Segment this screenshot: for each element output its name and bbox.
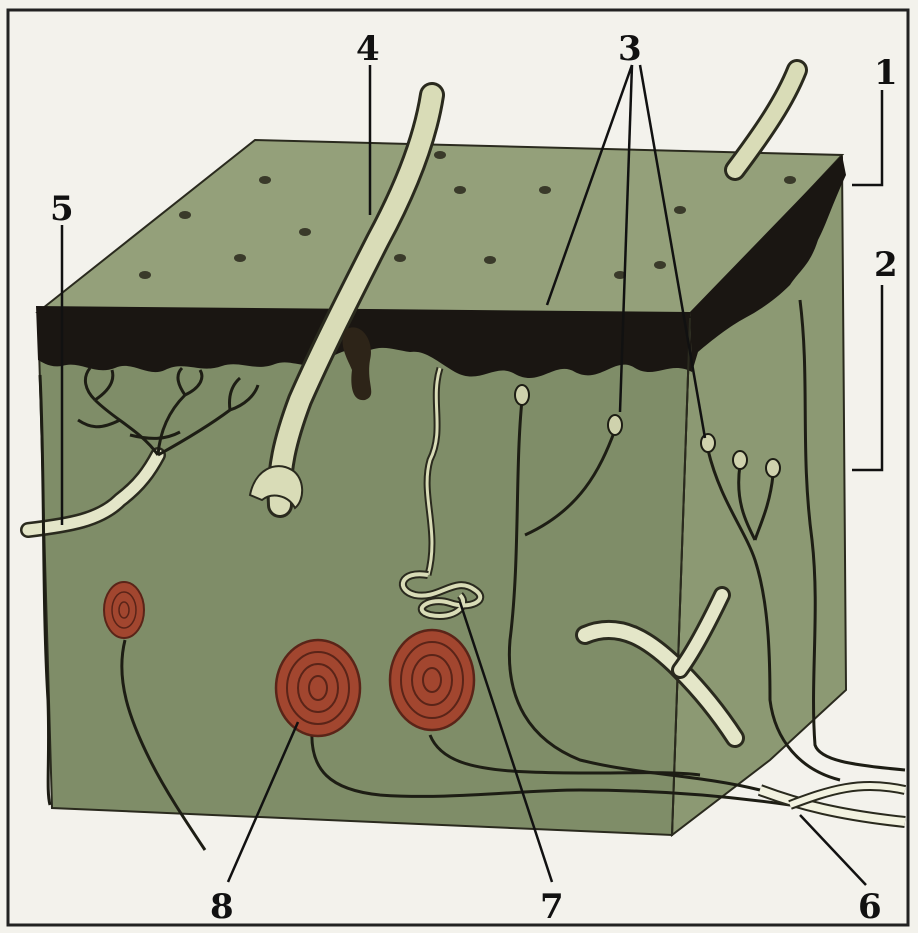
pore [654, 261, 666, 269]
pore [484, 256, 496, 264]
leader-1 [852, 90, 882, 185]
pore [784, 176, 796, 184]
pore [234, 254, 246, 262]
receptor [515, 385, 529, 405]
corpuscle-small [104, 582, 144, 638]
pore [299, 228, 311, 236]
label-6: 6 [858, 887, 882, 927]
label-8: 8 [210, 887, 234, 927]
pore [539, 186, 551, 194]
label-3: 3 [618, 29, 642, 69]
receptor [608, 415, 622, 435]
pore [674, 206, 686, 214]
leader-2 [852, 285, 882, 470]
label-2: 2 [874, 245, 898, 285]
receptor [701, 434, 715, 452]
receptor [733, 451, 747, 469]
pore [434, 151, 446, 159]
pore [259, 176, 271, 184]
label-5: 5 [50, 189, 74, 229]
corpuscle-left [276, 640, 360, 736]
label-1: 1 [874, 53, 898, 93]
pore [179, 211, 191, 219]
pore [139, 271, 151, 279]
leader-6 [800, 815, 866, 885]
label-7: 7 [540, 887, 564, 927]
pore [394, 254, 406, 262]
label-4: 4 [356, 29, 380, 69]
pore [454, 186, 466, 194]
receptor [766, 459, 780, 477]
corpuscle-right [390, 630, 474, 730]
